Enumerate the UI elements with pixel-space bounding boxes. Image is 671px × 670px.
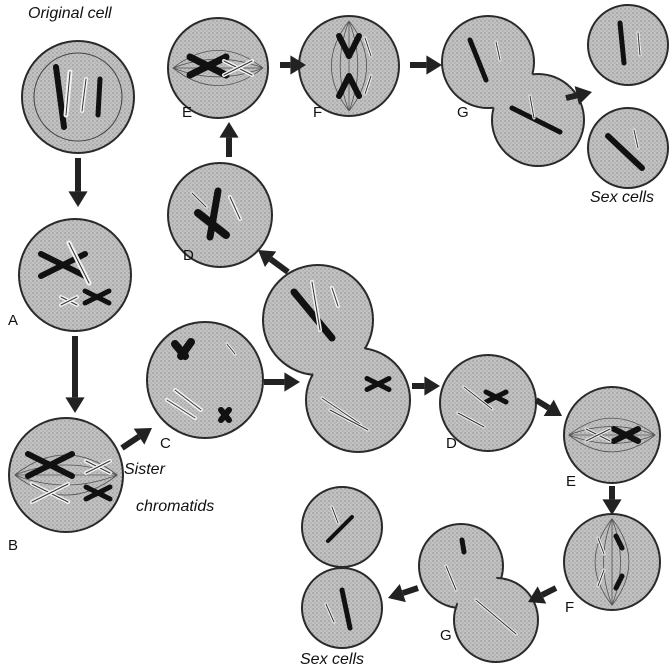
cell-f-upper xyxy=(299,16,399,116)
arrow-f-to-g-upper xyxy=(410,55,442,74)
cell-sex-lower-1 xyxy=(302,487,382,567)
stage-label-c: C xyxy=(160,436,171,451)
sex-cells-label-bottom: Sex cells xyxy=(300,652,364,668)
cell-a xyxy=(19,219,131,331)
arrow-d-to-e-lower xyxy=(536,400,562,416)
sister-chromatids-line1: Sister xyxy=(124,462,165,478)
cell-telophase-1 xyxy=(263,265,410,452)
stage-label-g-lower: G xyxy=(440,628,452,643)
stage-label-d-upper: D xyxy=(183,248,194,263)
cell-e-upper xyxy=(168,18,268,118)
cell-f-lower xyxy=(564,514,660,610)
arrow-f-to-g-lower xyxy=(528,586,556,603)
stage-label-g-upper: G xyxy=(457,105,469,120)
cell-e-lower xyxy=(564,387,660,483)
arrow-d-to-e-upper xyxy=(219,122,238,157)
arrow-c-to-telophase xyxy=(264,372,300,391)
stage-label-d-lower: D xyxy=(446,436,457,451)
cell-c xyxy=(147,322,263,438)
stage-label-f-upper: F xyxy=(313,105,322,120)
sex-cells-label-top: Sex cells xyxy=(590,190,654,206)
stage-label-b: B xyxy=(8,538,18,553)
original-cell-title: Original cell xyxy=(28,6,112,22)
stage-label-e-lower: E xyxy=(566,474,576,489)
cell-sex-lower-2 xyxy=(302,568,382,648)
stage-label-f-lower: F xyxy=(565,600,574,615)
arrow-telophase-to-d-upper xyxy=(258,250,288,272)
cell-sex-upper-1 xyxy=(588,5,668,85)
arrow-original-to-a xyxy=(68,158,87,207)
arrow-a-to-b xyxy=(65,336,84,413)
cell-g-upper xyxy=(442,16,584,166)
cell-b xyxy=(9,418,123,532)
arrow-e-to-f-lower xyxy=(602,486,621,515)
arrow-g-to-sex-lower xyxy=(388,584,418,602)
stage-label-e-upper: E xyxy=(182,105,192,120)
sister-chromatids-line2: chromatids xyxy=(136,499,214,515)
cell-g-lower xyxy=(419,524,538,662)
stage-label-a: A xyxy=(8,313,18,328)
arrow-telophase-to-d-lower xyxy=(412,376,440,395)
cell-sex-upper-2 xyxy=(588,108,668,188)
arrow-b-to-c xyxy=(122,428,152,448)
cell-original xyxy=(22,41,134,153)
